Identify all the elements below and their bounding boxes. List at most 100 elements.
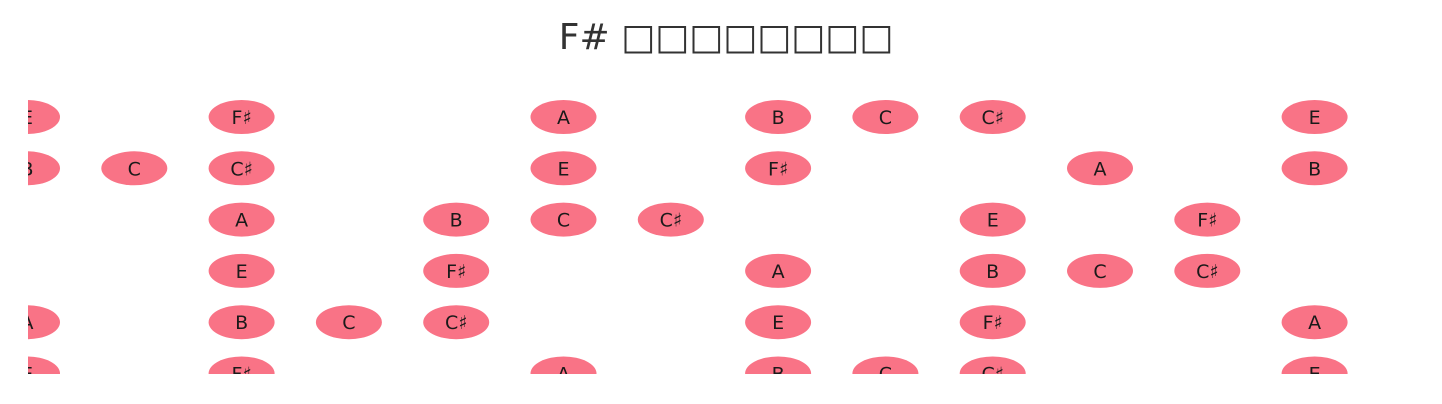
note-label: C [128,158,141,180]
note-label: A [235,210,248,232]
note-marker: A [21,305,60,340]
note-marker: C♯ [1174,253,1241,288]
note-marker: F♯ [423,253,490,288]
note-marker: B [208,305,275,340]
note-marker: B [745,356,812,374]
note-dot [530,202,597,237]
note-label: C♯ [981,364,1003,386]
note-marker: C♯ [959,100,1026,134]
note-dot [745,151,812,186]
note-dot [1281,356,1348,374]
note-dot [28,151,60,186]
note-label: C [557,210,570,232]
note-label: A [557,107,570,129]
note-dot [637,202,704,237]
note-label: F♯ [446,261,466,283]
page-title: F# □□□□□□□□ [558,17,894,58]
note-marker: B [1281,151,1348,186]
note-label: B [450,210,463,232]
note-marker: C♯ [208,151,275,186]
note-dot [530,356,597,374]
note-marker: A [1067,151,1133,186]
note-dot [28,356,60,374]
note-dot [530,151,597,186]
note-marker: B [423,202,490,237]
note-marker: A [1281,305,1348,340]
note-marker: E [28,356,60,374]
note-label: C♯ [981,107,1003,129]
note-marker: C [315,305,382,340]
note-label: F♯ [1197,210,1217,232]
note-dot [423,253,490,288]
note-dot [959,305,1026,340]
note-label: F♯ [768,158,788,180]
note-label: B [235,312,248,334]
note-label: A [772,261,785,283]
note-marker: F♯ [1174,202,1241,237]
note-marker: E [530,151,597,186]
note-dot [852,100,919,134]
note-marker: A [208,202,275,237]
note-dot [423,202,490,237]
note-label: A [1308,312,1321,334]
note-label: C [342,312,355,334]
note-label: C [879,364,892,386]
note-marker: E [28,100,60,134]
note-dot [315,305,382,340]
note-marker: C [1067,253,1133,288]
note-dot [1281,305,1348,340]
note-marker: C♯ [637,202,704,237]
note-marker: E [959,202,1026,237]
note-label: E [557,158,569,180]
note-label: C [879,107,892,129]
note-label: A [21,312,34,334]
note-label: E [236,261,248,283]
note-dot [745,100,812,134]
note-label: C [1093,261,1106,283]
note-marker: E [1281,100,1348,134]
note-dot [208,151,275,186]
note-dot [208,305,275,340]
note-dot [745,305,812,340]
note-marker: C [101,151,168,186]
note-marker: C [852,356,919,386]
note-dot [959,100,1026,134]
note-dot [28,305,60,340]
note-dot [208,356,275,374]
note-label: C♯ [230,158,252,180]
note-dot [745,356,812,374]
note-label: F♯ [232,364,252,386]
note-marker: E [745,305,812,340]
note-marker: E [208,253,275,288]
note-dot [1281,151,1348,186]
note-label: A [557,364,570,386]
note-dot [1067,253,1133,288]
note-dot [1281,100,1348,134]
note-dot [959,356,1026,374]
note-label: E [1309,364,1321,386]
note-label: E [772,312,784,334]
note-label: F♯ [232,107,252,129]
note-label: C♯ [660,210,682,232]
note-label: E [987,210,999,232]
note-dot [1174,253,1241,288]
note-marker: F♯ [959,305,1026,340]
note-label: A [1094,158,1107,180]
note-label: F♯ [983,312,1003,334]
note-marker: A [530,356,597,386]
note-dot [28,100,60,134]
note-dot [530,100,597,134]
note-dot [423,305,490,340]
note-label: B [1308,158,1321,180]
note-marker: C♯ [959,356,1026,386]
note-label: C♯ [1196,261,1218,283]
note-dot [208,253,275,288]
note-dot [1067,151,1133,186]
note-dot [852,356,919,374]
note-label: B [20,158,33,180]
note-marker: B [959,253,1026,288]
note-dot [959,202,1026,237]
note-label: B [986,261,999,283]
note-dot [208,202,275,237]
